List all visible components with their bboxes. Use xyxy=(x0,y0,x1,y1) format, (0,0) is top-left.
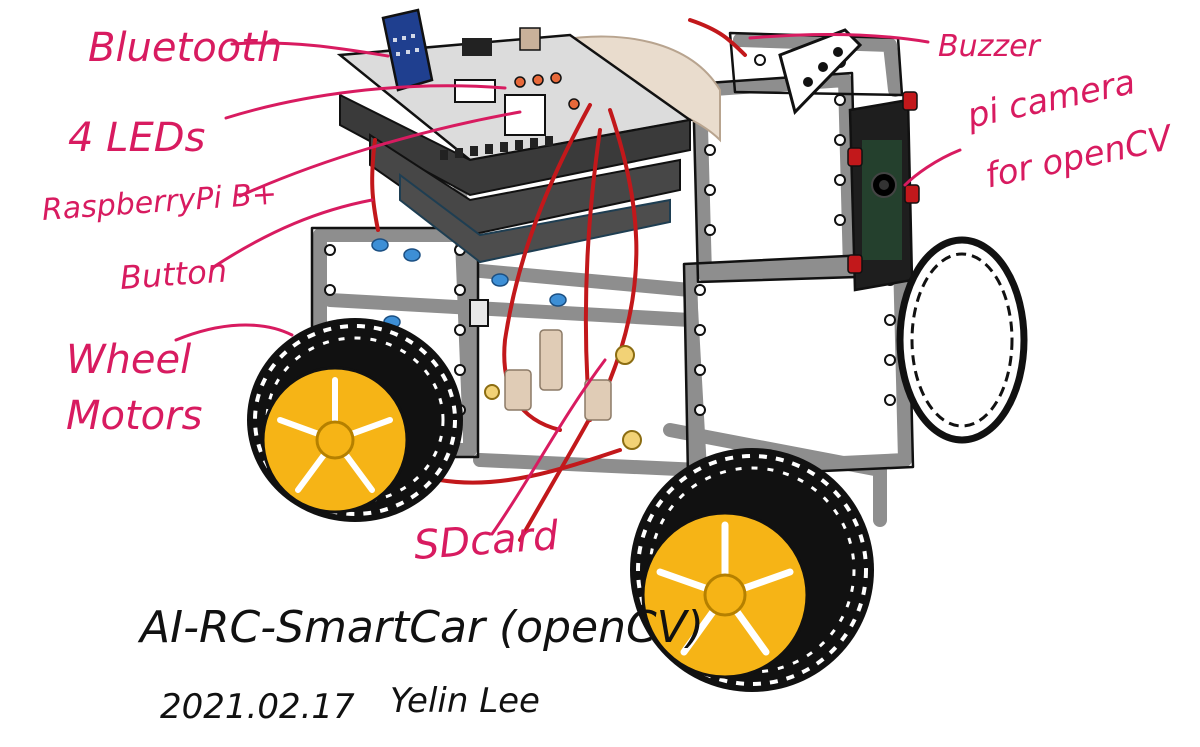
buzzer-icon xyxy=(778,28,863,115)
push-button-icon xyxy=(371,238,567,329)
label-bluetooth: Bluetooth xyxy=(88,25,283,71)
sd-card-icon xyxy=(469,299,489,327)
camera-icon xyxy=(847,91,920,292)
caption-date: 2021.02.17 xyxy=(160,687,355,727)
annotation-leaders xyxy=(174,33,962,536)
wheel-icon xyxy=(896,236,1028,444)
led-icon xyxy=(514,72,580,110)
wheel-icon xyxy=(630,448,874,692)
wheel-icon xyxy=(247,318,463,522)
label-wheel-line2: Motors xyxy=(66,393,203,439)
caption-title: AI-RC-SmartCar (openCV) xyxy=(140,602,704,653)
caption-author: Yelin Lee xyxy=(390,681,540,721)
bluetooth-module-icon xyxy=(381,8,434,92)
label-button: Button xyxy=(118,251,229,297)
label-buzzer: Buzzer xyxy=(938,29,1040,64)
label-leds: 4 LEDs xyxy=(68,115,206,161)
tan-parts xyxy=(504,329,612,421)
label-sd-card: SDcard xyxy=(412,512,560,569)
label-wheel-line1: Wheel xyxy=(66,337,192,383)
